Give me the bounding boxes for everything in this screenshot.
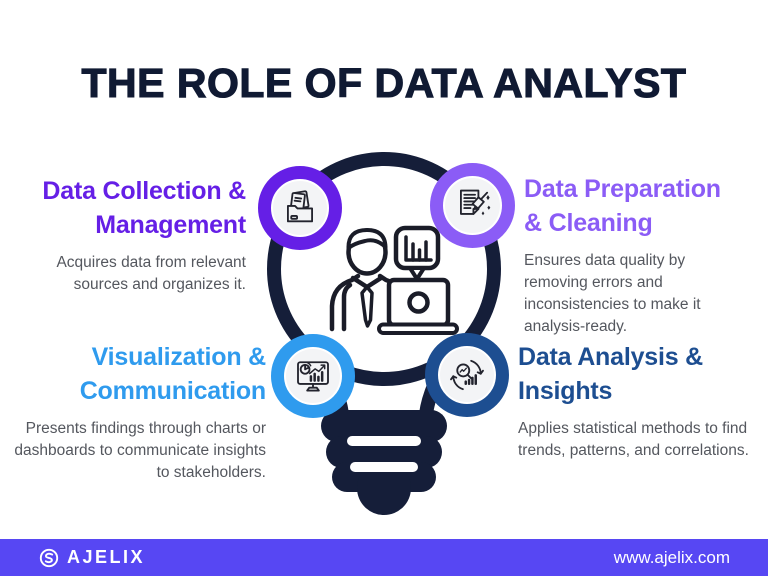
- person-torso: [329, 273, 361, 332]
- bubble-chart-bars: [411, 240, 428, 262]
- folder-documents-icon: [287, 190, 313, 223]
- footer-bar: AJELIX www.ajelix.com: [0, 539, 768, 576]
- analysis-icon-badge: [425, 333, 509, 417]
- section-data-collection: Data Collection & Management Acquires dat…: [18, 174, 246, 296]
- laptop-logo: [407, 291, 430, 314]
- section-heading: Visualization & Communication: [10, 340, 266, 408]
- heading-line-2: Communication: [79, 377, 266, 405]
- heading-line-2: Management: [95, 211, 246, 239]
- section-description: Applies statistical methods to find tren…: [518, 420, 749, 459]
- person-hair: [346, 228, 388, 250]
- section-data-preparation: Data Preparation & Cleaning Ensures data …: [524, 172, 742, 338]
- person-laptop-icon: [329, 225, 459, 335]
- heading-line-2: & Cleaning: [524, 209, 653, 237]
- section-description: Presents findings through charts or dash…: [14, 420, 266, 481]
- section-description: Ensures data quality by removing errors …: [524, 252, 701, 335]
- visualization-icon-badge: [271, 334, 355, 418]
- section-visualization: Visualization & Communication Presents fi…: [10, 340, 266, 484]
- collection-icon-badge: [258, 166, 342, 250]
- section-description: Acquires data from relevant sources and …: [56, 254, 246, 293]
- bubble-chart-axis: [404, 235, 433, 262]
- section-heading: Data Collection & Management: [18, 174, 246, 242]
- speech-bubble: [393, 225, 441, 271]
- brand-logo: AJELIX: [38, 547, 145, 569]
- heading-line-1: Data Collection &: [42, 177, 246, 205]
- magnifier-chart-icon: [450, 359, 484, 391]
- speech-bubble-tail: [408, 266, 426, 281]
- person-arm-line: [341, 282, 353, 332]
- person-tie: [360, 285, 374, 328]
- section-heading: Data Analysis & Insights: [518, 340, 756, 408]
- document-cleaning-icon: [459, 189, 490, 215]
- monitor-charts-icon: [297, 361, 329, 392]
- bulb-base-slot: [347, 436, 421, 446]
- ajelix-logo-icon: [39, 548, 59, 567]
- website-url: www.ajelix.com: [613, 547, 730, 567]
- section-heading: Data Preparation & Cleaning: [524, 172, 742, 240]
- bulb-base: [321, 410, 447, 515]
- heading-line-1: Data Preparation: [524, 175, 721, 203]
- section-data-analysis: Data Analysis & Insights Applies statisti…: [518, 340, 756, 462]
- preparation-icon-badge: [430, 163, 515, 248]
- heading-line-1: Data Analysis &: [518, 343, 704, 371]
- bulb-base-slot: [350, 462, 418, 472]
- brand-name: AJELIX: [67, 547, 146, 567]
- page-title: THE ROLE OF DATA ANALYST: [81, 59, 687, 106]
- heading-line-1: Visualization &: [91, 343, 267, 371]
- laptop-base: [377, 322, 459, 335]
- heading-line-2: Insights: [518, 377, 613, 405]
